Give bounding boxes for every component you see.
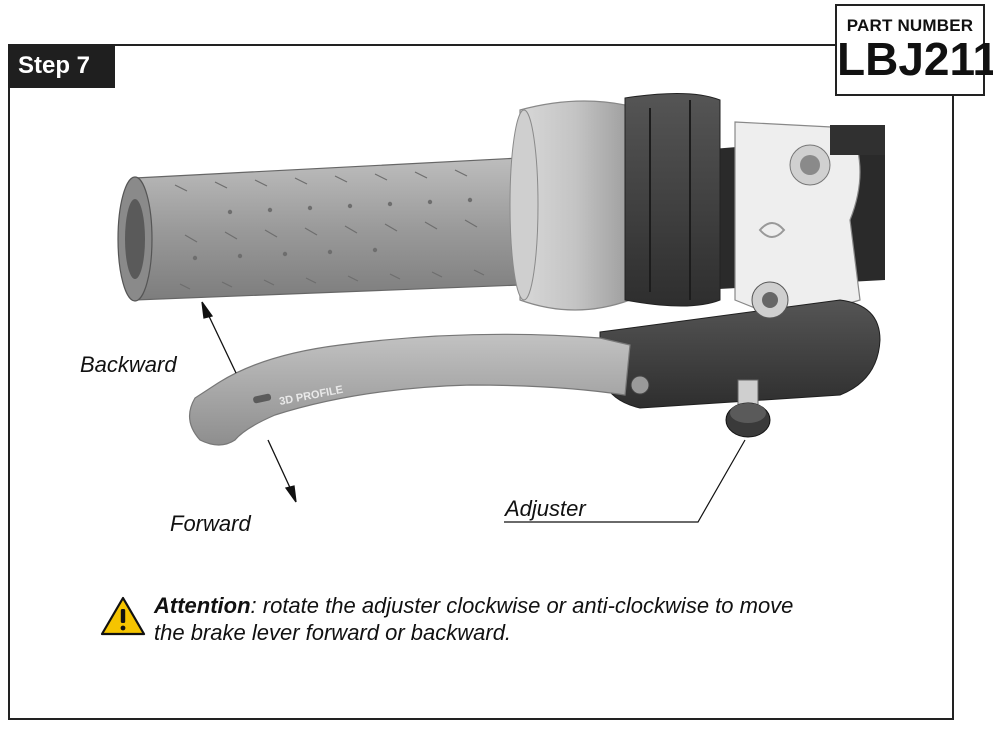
- part-number-label: PART NUMBER: [846, 16, 974, 35]
- forward-label: Forward: [170, 511, 251, 536]
- adjuster-leader-line: [504, 439, 746, 523]
- adjuster-knob: [725, 379, 771, 438]
- grip-rubber: [117, 157, 551, 302]
- adjuster-label: Adjuster: [505, 496, 586, 521]
- attention-note: Attention: rotate the adjuster clockwise…: [100, 588, 880, 648]
- part-number: LBJ211: [837, 33, 993, 85]
- attention-line-1: : rotate the adjuster clockwise or anti-…: [250, 593, 794, 618]
- attention-line-2: the brake lever forward or backward.: [154, 620, 512, 645]
- attention-text: Attention: rotate the adjuster clockwise…: [154, 592, 793, 646]
- lever-pivot-block: [599, 281, 881, 409]
- throttle-collar: [509, 100, 631, 311]
- warning-icon: [100, 596, 146, 636]
- backward-arrow: [201, 301, 237, 374]
- throttle-boot: [624, 93, 721, 307]
- brake-lever: 3D PROFILE: [189, 333, 631, 446]
- attention-title: Attention: [154, 593, 251, 618]
- part-number-box: PART NUMBER LBJ211: [835, 4, 993, 96]
- step-frame: [8, 44, 954, 720]
- step-label: Step 7: [8, 44, 115, 88]
- master-cylinder: [734, 121, 885, 311]
- backward-label: Backward: [80, 352, 177, 377]
- forward-arrow: [267, 439, 297, 503]
